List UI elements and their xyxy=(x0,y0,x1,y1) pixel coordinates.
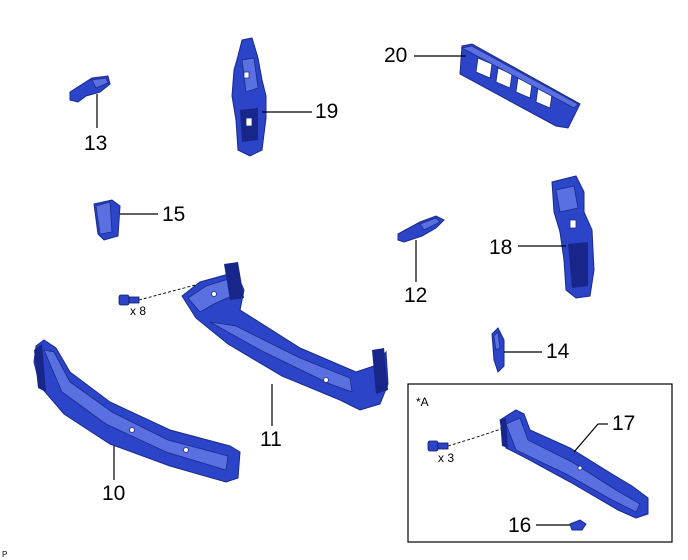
part-20-panel xyxy=(459,43,581,129)
bolt-quantity-main: x 8 xyxy=(130,304,146,318)
callout-19: 19 xyxy=(315,100,338,123)
bolt-icon xyxy=(118,294,140,306)
part-16-clip xyxy=(569,519,587,531)
callout-10: 10 xyxy=(102,482,125,505)
part-11-reinforcement xyxy=(181,262,389,411)
leader-17-a xyxy=(573,423,599,453)
bolt-guide-line-inset xyxy=(447,427,505,447)
part-14-bracket xyxy=(491,327,505,373)
callout-20: 20 xyxy=(384,44,407,67)
bolt-quantity-inset: x 3 xyxy=(438,451,454,465)
part-10-absorber xyxy=(33,339,241,483)
corner-mark: P xyxy=(2,550,7,559)
bolt-icon-inset xyxy=(427,440,449,452)
inset-frame xyxy=(407,383,673,543)
part-12-clip xyxy=(397,215,445,243)
callout-15: 15 xyxy=(162,203,185,226)
callout-16: 16 xyxy=(508,514,531,537)
part-15-block xyxy=(93,199,121,241)
inset-label: *A xyxy=(416,395,429,409)
callout-11: 11 xyxy=(260,428,282,451)
callout-13: 13 xyxy=(84,132,107,155)
part-13-clip xyxy=(69,75,111,103)
callout-17: 17 xyxy=(612,412,635,435)
callout-14: 14 xyxy=(546,340,570,363)
callout-18: 18 xyxy=(489,236,512,259)
callout-12: 12 xyxy=(404,284,427,307)
part-19-bracket xyxy=(231,37,267,157)
part-18-bracket xyxy=(551,175,595,299)
part-17-beam xyxy=(499,409,649,519)
